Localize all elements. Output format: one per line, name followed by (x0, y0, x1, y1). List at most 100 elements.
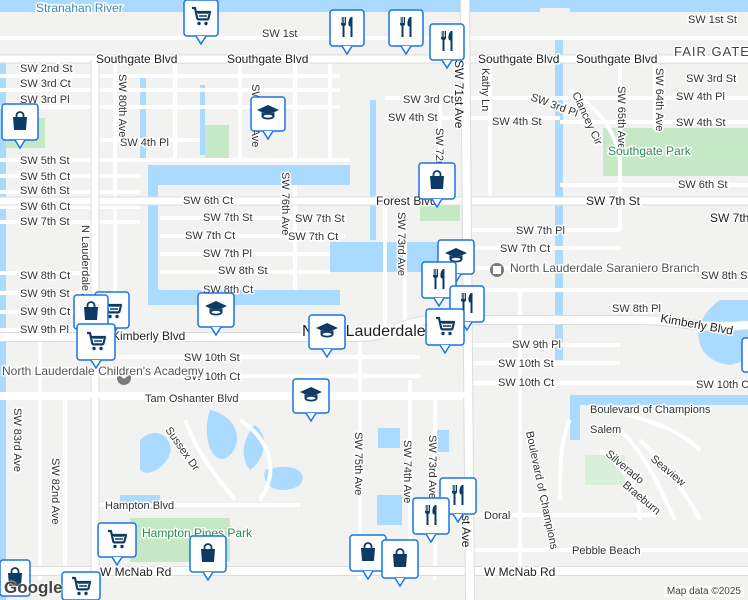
sw-76th-ave-label: SW 76th Ave (279, 172, 291, 235)
sw-6th-ct-mid-label: SW 6th Ct (183, 195, 233, 207)
restaurant-pin-1[interactable] (329, 9, 365, 56)
grocery-pin-1[interactable] (183, 0, 219, 46)
shop-pin-2[interactable] (418, 162, 456, 209)
minor-roads (0, 60, 748, 580)
school-pin-3[interactable] (197, 292, 235, 337)
academy-marker[interactable]: North Lauderdale Children's Academy (1, 363, 205, 385)
canal-champions (570, 395, 748, 440)
restaurant-pin-3[interactable] (429, 23, 465, 70)
sw-4th-pl-right-label: SW 4th Pl (676, 91, 725, 103)
n-lauderdale-ave-label: N Lauderdale Ave (79, 225, 91, 312)
southgate-blvd-label-2: Southgate Blvd (227, 52, 308, 66)
sw-5th-ct-left-label: SW 5th Ct (20, 171, 70, 183)
pond-4 (140, 433, 171, 473)
golf-area (585, 455, 625, 485)
library-icon-book (493, 266, 501, 274)
sw-73rd-ave-upper-label: SW 73rd Ave (395, 212, 407, 276)
sw-5th-st-left-label: SW 5th St (20, 155, 70, 167)
sw-83rd-ave-label: SW 83rd Ave (11, 408, 23, 472)
restaurant-pin-7[interactable] (412, 497, 450, 544)
sw-6th-ct-left-label: SW 6th Ct (20, 201, 70, 213)
grocery-pin-2[interactable] (425, 308, 465, 355)
southgate-blvd-label-1: Southgate Blvd (96, 52, 177, 66)
hampton-blvd-label: Hampton Blvd (105, 500, 174, 512)
sw-3rd-ct-left-label: SW 3rd Ct (20, 78, 71, 90)
sw-9th-pl-right-label: SW 9th Pl (512, 339, 561, 351)
stranahan-river-label: Stranahan River (36, 1, 123, 15)
sw-7th-ct-mid1-label: SW 7th Ct (185, 230, 235, 242)
sw-7th-st-right-label: SW 7th St (586, 194, 641, 208)
southgate-blvd-label-3: Southgate Blvd (478, 52, 559, 66)
sw-75th-ave-label: SW 75th Ave (352, 432, 364, 495)
sw-8th-st-right-label: SW 8th St (701, 270, 748, 282)
sw-10th-st-right-label: SW 10th St (498, 358, 554, 370)
shop-pin-4[interactable] (189, 535, 227, 582)
pond-7 (264, 466, 303, 490)
sw-2nd-st-left-label: SW 2nd St (20, 63, 73, 75)
school-pin-1[interactable] (250, 96, 286, 141)
sw-4th-pl-left-label: SW 4th Pl (120, 137, 169, 149)
grocery-pin-5[interactable] (97, 522, 137, 567)
kimberly-blvd-left-label: Kimberly Blvd (112, 329, 185, 343)
sw-10th-st-left-label: SW 10th St (184, 352, 240, 364)
sw-8th-st-mid-label: SW 8th St (218, 265, 268, 277)
school-pin-5[interactable] (292, 378, 330, 423)
shop-pin-7[interactable] (0, 559, 31, 597)
sw-10th-ct-right-label: SW 10th Ct (498, 377, 554, 389)
sw-1st-st-left-label: SW 1st (262, 28, 297, 40)
sw-6th-st-left-label: SW 6th St (20, 185, 70, 197)
salem-label: Salem (590, 424, 621, 436)
grocery-pin-6[interactable] (61, 571, 101, 600)
library-label-line1: North Lauderdale Saraniero Branch (510, 261, 699, 275)
shop-pin-1[interactable] (1, 103, 39, 150)
sw-65th-ave-label: SW 65th Ave (615, 86, 627, 149)
sw-9th-ct-left-label: SW 9th Ct (20, 306, 70, 318)
sw-1st-st-right-label: SW 1st St (688, 14, 737, 26)
doral-label: Doral (484, 510, 510, 522)
sw-3rd-st-right-label: SW 3rd St (686, 73, 736, 85)
academy-label-line1: North Lauderdale Children's Academy (2, 364, 204, 378)
sw-73rd-ave-lower-label: SW 73rd Ave (426, 435, 438, 499)
restaurant-pin-4[interactable] (421, 261, 457, 308)
w-mcnab-rd-left-label: W McNab Rd (100, 565, 171, 579)
pond-2 (377, 495, 402, 525)
sw-82nd-ave-label: SW 82nd Ave (49, 458, 61, 524)
sw-10th-ct-edge-label: SW 10th C (696, 379, 748, 391)
pebble-beach-label: Pebble Beach (572, 545, 641, 557)
edge-pin-right[interactable] (741, 337, 748, 373)
sw-7th-st-mid1-label: SW 7th St (203, 212, 253, 224)
southgate-park-area (603, 128, 748, 176)
sw-10th-ct-left-label: SW 10th Ct (184, 371, 240, 383)
school-pin-4[interactable] (308, 314, 346, 359)
grocery-pin-4[interactable] (76, 323, 116, 370)
sw-6th-st-right-label: SW 6th St (678, 179, 728, 191)
sw-7th-st-mid2-label: SW 7th St (295, 213, 345, 225)
boulevard-of-champions-label-1: Boulevard of Champions (590, 404, 711, 416)
kathy-ln-label: Kathy Ln (479, 68, 491, 111)
fair-gate-label: FAIR GATE (674, 44, 748, 59)
academy-pin-dot (121, 373, 127, 379)
sw-3rd-ct-right-label: SW 3rd Ct (403, 94, 454, 106)
sw-9th-pl-left-label: SW 9th Pl (20, 324, 69, 336)
sw-7th-st-left-label: SW 7th St (20, 216, 70, 228)
sw-71st-ave-label: SW 71st Ave (452, 60, 466, 129)
park-area-small (205, 125, 229, 161)
sw-9th-st-left-label: SW 9th St (20, 288, 70, 300)
southgate-blvd-label-4: Southgate Blvd (576, 52, 657, 66)
canal-loop (148, 165, 350, 305)
library-marker[interactable]: North Lauderdale Saraniero Branch (490, 260, 701, 277)
shop-pin-6[interactable] (381, 539, 419, 588)
canal-vertical-1 (140, 78, 146, 158)
sw-8th-ct-left-label: SW 8th Ct (20, 270, 70, 282)
tam-oshanter-blvd-label: Tam Oshanter Blvd (145, 393, 239, 405)
sw-7th-ct-mid2-label: SW 7th Ct (288, 231, 338, 243)
sw-4th-st-right-label: SW 4th St (492, 116, 542, 128)
sw-80th-ave-label: SW 80th Ave (116, 74, 128, 137)
canal-vertical-2 (200, 85, 205, 155)
park-area-forest (420, 205, 460, 221)
sw-8th-pl-right-label: SW 8th Pl (612, 303, 661, 315)
sw-74th-ave-label: SW 74th Ave (401, 440, 413, 503)
restaurant-pin-2[interactable] (388, 9, 424, 56)
